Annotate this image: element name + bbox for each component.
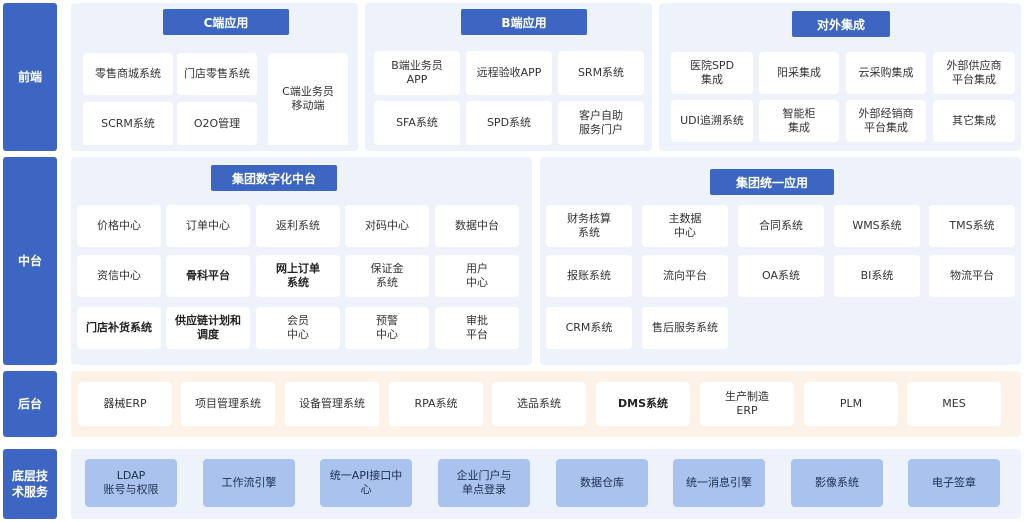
- ext-item-external-distributor: 外部经销商 平台集成: [846, 100, 926, 142]
- c-item-scrm: SCRM系统: [83, 102, 173, 145]
- row-label-middle: 中台: [3, 157, 57, 365]
- uni-item-tms: TMS系统: [929, 205, 1015, 247]
- panel-group-unified-apps: 集团统一应用 财务核算 系统 主数据 中心 合同系统 WMS系统 TMS系统 报…: [540, 157, 1021, 365]
- base-item-data-warehouse: 数据仓库: [556, 459, 648, 507]
- uni-item-finance: 财务核算 系统: [546, 205, 632, 247]
- b-item-salesman-app: B端业务员 APP: [374, 51, 460, 95]
- panel-back-office: 器械ERP 项目管理系统 设备管理系统 RPA系统 选品系统 DMS系统 生产制…: [71, 371, 1021, 437]
- panel-title-group-unified-apps: 集团统一应用: [710, 169, 834, 195]
- uni-item-wms: WMS系统: [834, 205, 920, 247]
- uni-item-expense: 报账系统: [546, 255, 632, 297]
- b-item-spd: SPD系统: [466, 101, 552, 145]
- back-item-manufacturing-erp: 生产制造 ERP: [700, 382, 794, 426]
- base-item-workflow-engine: 工作流引擎: [203, 459, 295, 507]
- panel-base-services: LDAP 账号与权限 工作流引擎 统一API接口中 心 企业门户与 单点登录 数…: [71, 449, 1021, 519]
- uni-item-master-data: 主数据 中心: [642, 205, 728, 247]
- mid-item-price-center: 价格中心: [77, 205, 161, 247]
- mid-item-member-center: 会员 中心: [256, 307, 340, 349]
- c-item-store-retail: 门店零售系统: [177, 53, 257, 95]
- back-item-dms: DMS系统: [596, 382, 690, 426]
- back-item-device-erp: 器械ERP: [78, 382, 172, 426]
- row-label-base: 底层技 术服务: [3, 449, 57, 519]
- ext-item-smart-cabinet: 智能柜 集成: [759, 100, 839, 142]
- panel-external-integration: 对外集成 医院SPD 集成 阳采集成 云采购集成 外部供应商 平台集成 UDI追…: [659, 3, 1021, 151]
- b-item-remote-acceptance: 远程验收APP: [466, 51, 552, 95]
- c-item-o2o: O2O管理: [177, 102, 257, 145]
- b-item-srm: SRM系统: [558, 51, 644, 95]
- base-item-portal-sso: 企业门户与 单点登录: [438, 459, 530, 507]
- uni-item-logistics: 物流平台: [929, 255, 1015, 297]
- panel-title-b-apps: B端应用: [461, 9, 587, 35]
- b-item-sfa: SFA系统: [374, 101, 460, 145]
- back-item-project-mgmt: 项目管理系统: [181, 382, 275, 426]
- ext-item-other-integration: 其它集成: [933, 100, 1015, 142]
- back-item-rpa: RPA系统: [389, 382, 483, 426]
- base-item-ldap: LDAP 账号与权限: [85, 459, 177, 507]
- base-item-message-engine: 统一消息引擎: [673, 459, 765, 507]
- mid-item-rebate: 返利系统: [256, 205, 340, 247]
- panel-title-external-integration: 对外集成: [792, 11, 890, 37]
- uni-item-bi: BI系统: [834, 255, 920, 297]
- mid-item-code-matching: 对码中心: [345, 205, 429, 247]
- mid-item-user-center: 用户 中心: [435, 255, 519, 297]
- c-item-salesman-mobile: C端业务员 移动端: [268, 53, 348, 145]
- panel-title-group-middle-platform: 集团数字化中台: [211, 165, 337, 191]
- uni-item-crm: CRM系统: [546, 307, 632, 349]
- ext-item-yangcai: 阳采集成: [759, 52, 839, 94]
- ext-item-external-supplier: 外部供应商 平台集成: [933, 52, 1015, 94]
- base-item-api-gateway: 统一API接口中 心: [320, 459, 412, 507]
- back-item-product-selection: 选品系统: [492, 382, 586, 426]
- mid-item-orthopedic-platform: 骨科平台: [166, 255, 250, 297]
- mid-item-order-center: 订单中心: [166, 205, 250, 247]
- b-item-customer-portal: 客户自助 服务门户: [558, 101, 644, 145]
- panel-c-apps: C端应用 零售商城系统 门店零售系统 C端业务员 移动端 SCRM系统 O2O管…: [71, 3, 358, 151]
- mid-item-supply-chain-plan: 供应链计划和 调度: [166, 307, 250, 349]
- c-item-retail-mall: 零售商城系统: [83, 53, 173, 95]
- back-item-plm: PLM: [804, 382, 898, 426]
- mid-item-store-replenish: 门店补货系统: [77, 307, 161, 349]
- base-item-e-signature: 电子签章: [908, 459, 1000, 507]
- panel-b-apps: B端应用 B端业务员 APP 远程验收APP SRM系统 SFA系统 SPD系统…: [365, 3, 652, 151]
- uni-item-contract: 合同系统: [738, 205, 824, 247]
- uni-item-flow-platform: 流向平台: [642, 255, 728, 297]
- mid-item-deposit: 保证金 系统: [345, 255, 429, 297]
- row-label-front: 前端: [3, 3, 57, 151]
- mid-item-credit-center: 资信中心: [77, 255, 161, 297]
- row-label-back: 后台: [3, 371, 57, 437]
- uni-item-oa: OA系统: [738, 255, 824, 297]
- back-item-mes: MES: [907, 382, 1001, 426]
- mid-item-data-platform: 数据中台: [435, 205, 519, 247]
- ext-item-udi-trace: UDI追溯系统: [671, 100, 753, 142]
- ext-item-hospital-spd: 医院SPD 集成: [671, 52, 753, 94]
- mid-item-online-order: 网上订单 系统: [256, 255, 340, 297]
- mid-item-alert-center: 预警 中心: [345, 307, 429, 349]
- panel-group-middle-platform: 集团数字化中台 价格中心 订单中心 返利系统 对码中心 数据中台 资信中心 骨科…: [71, 157, 532, 365]
- base-item-imaging: 影像系统: [791, 459, 883, 507]
- panel-title-c-apps: C端应用: [163, 9, 289, 35]
- mid-item-approval-platform: 审批 平台: [435, 307, 519, 349]
- uni-item-after-sales: 售后服务系统: [642, 307, 728, 349]
- ext-item-cloud-purchase: 云采购集成: [846, 52, 926, 94]
- back-item-equipment-mgmt: 设备管理系统: [285, 382, 379, 426]
